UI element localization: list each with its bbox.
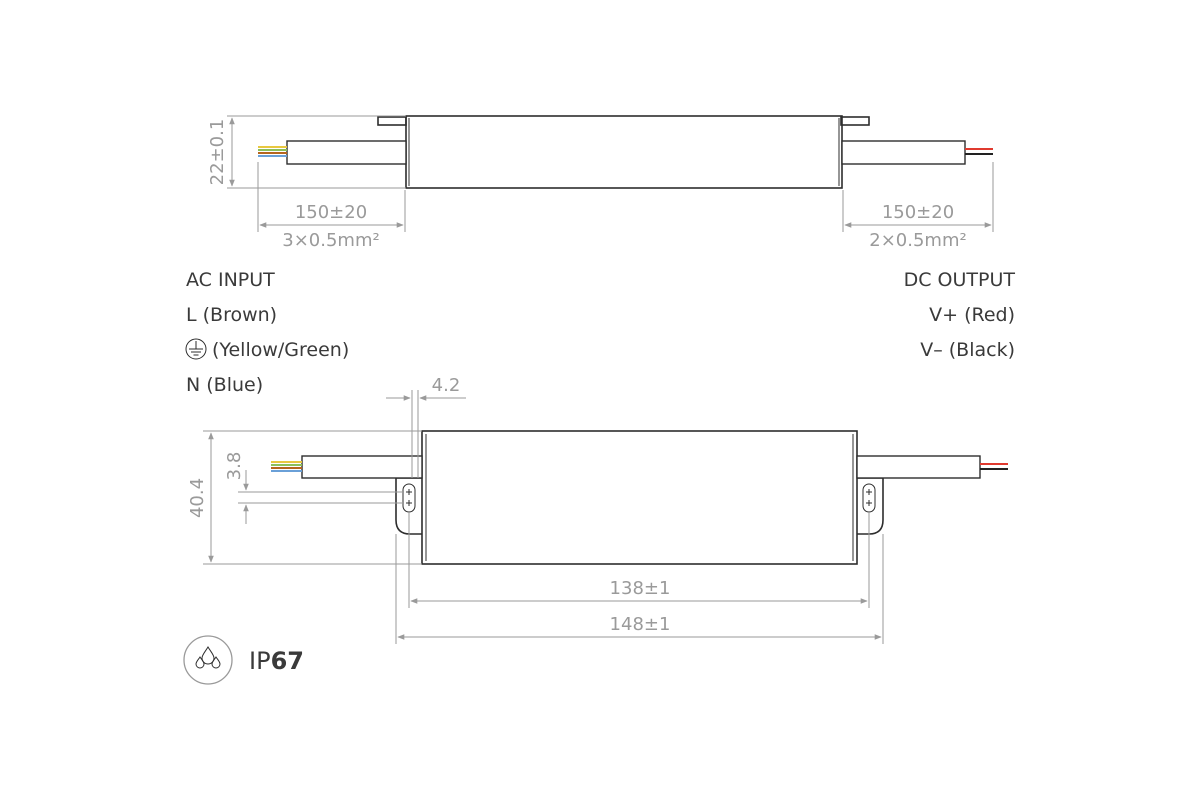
svg-text:IP67: IP67: [249, 647, 304, 675]
water-drops-icon: [183, 635, 233, 685]
hole-size-label: 3.8: [224, 452, 245, 481]
side-wires-right: [965, 148, 993, 155]
cable-length-right-label: 150±20: [882, 202, 954, 223]
ground-icon: [185, 338, 207, 360]
side-flange-left: [377, 116, 407, 126]
mount-slot-right: [862, 483, 876, 513]
ac-input-earth: (Yellow/Green): [212, 339, 349, 361]
side-flange-right: [840, 116, 870, 126]
ac-input-line: L (Brown): [186, 304, 277, 326]
side-view: 22±0.1 150±20 3×0.5mm² 150±20 2×0.5mm²: [207, 115, 994, 251]
ac-input-title: AC INPUT: [186, 269, 275, 291]
side-body: [405, 115, 843, 189]
ac-input-legend: AC INPUT L (Brown) (Yellow/Green) N (Blu…: [185, 269, 349, 396]
tab-offset-label: 4.2: [432, 375, 461, 396]
side-cable-right: [841, 140, 966, 165]
dc-output-legend: DC OUTPUT V+ (Red) V– (Black): [904, 269, 1016, 361]
cable-length-left-label: 150±20: [295, 202, 367, 223]
dc-output-positive: V+ (Red): [929, 304, 1015, 326]
hole-spacing-label: 138±1: [610, 578, 671, 599]
ip-prefix: IP: [249, 647, 271, 675]
side-wires-left: [258, 146, 287, 157]
top-wires-left: [271, 461, 302, 472]
total-length-label: 148±1: [610, 614, 671, 635]
cable-section-right-label: 2×0.5mm²: [869, 230, 966, 251]
ip-rating-value: 67: [271, 647, 304, 675]
side-cable-left: [286, 140, 407, 165]
top-view: 4.2 40.4 3.8 138±1 148±1: [187, 375, 1008, 644]
top-body: [421, 430, 858, 565]
cable-section-left-label: 3×0.5mm²: [282, 230, 379, 251]
top-cable-left: [301, 455, 423, 479]
ip-rating: IP67: [183, 635, 304, 685]
height-side-label: 22±0.1: [207, 119, 228, 186]
ac-input-neutral: N (Blue): [186, 374, 263, 396]
dc-output-title: DC OUTPUT: [904, 269, 1016, 291]
dc-output-negative: V– (Black): [920, 339, 1015, 361]
mount-tab-right: [857, 477, 884, 535]
width-top-label: 40.4: [187, 478, 208, 518]
mount-slot-left: [402, 483, 416, 513]
top-cable-right: [856, 455, 981, 479]
top-wires-right: [980, 463, 1008, 470]
